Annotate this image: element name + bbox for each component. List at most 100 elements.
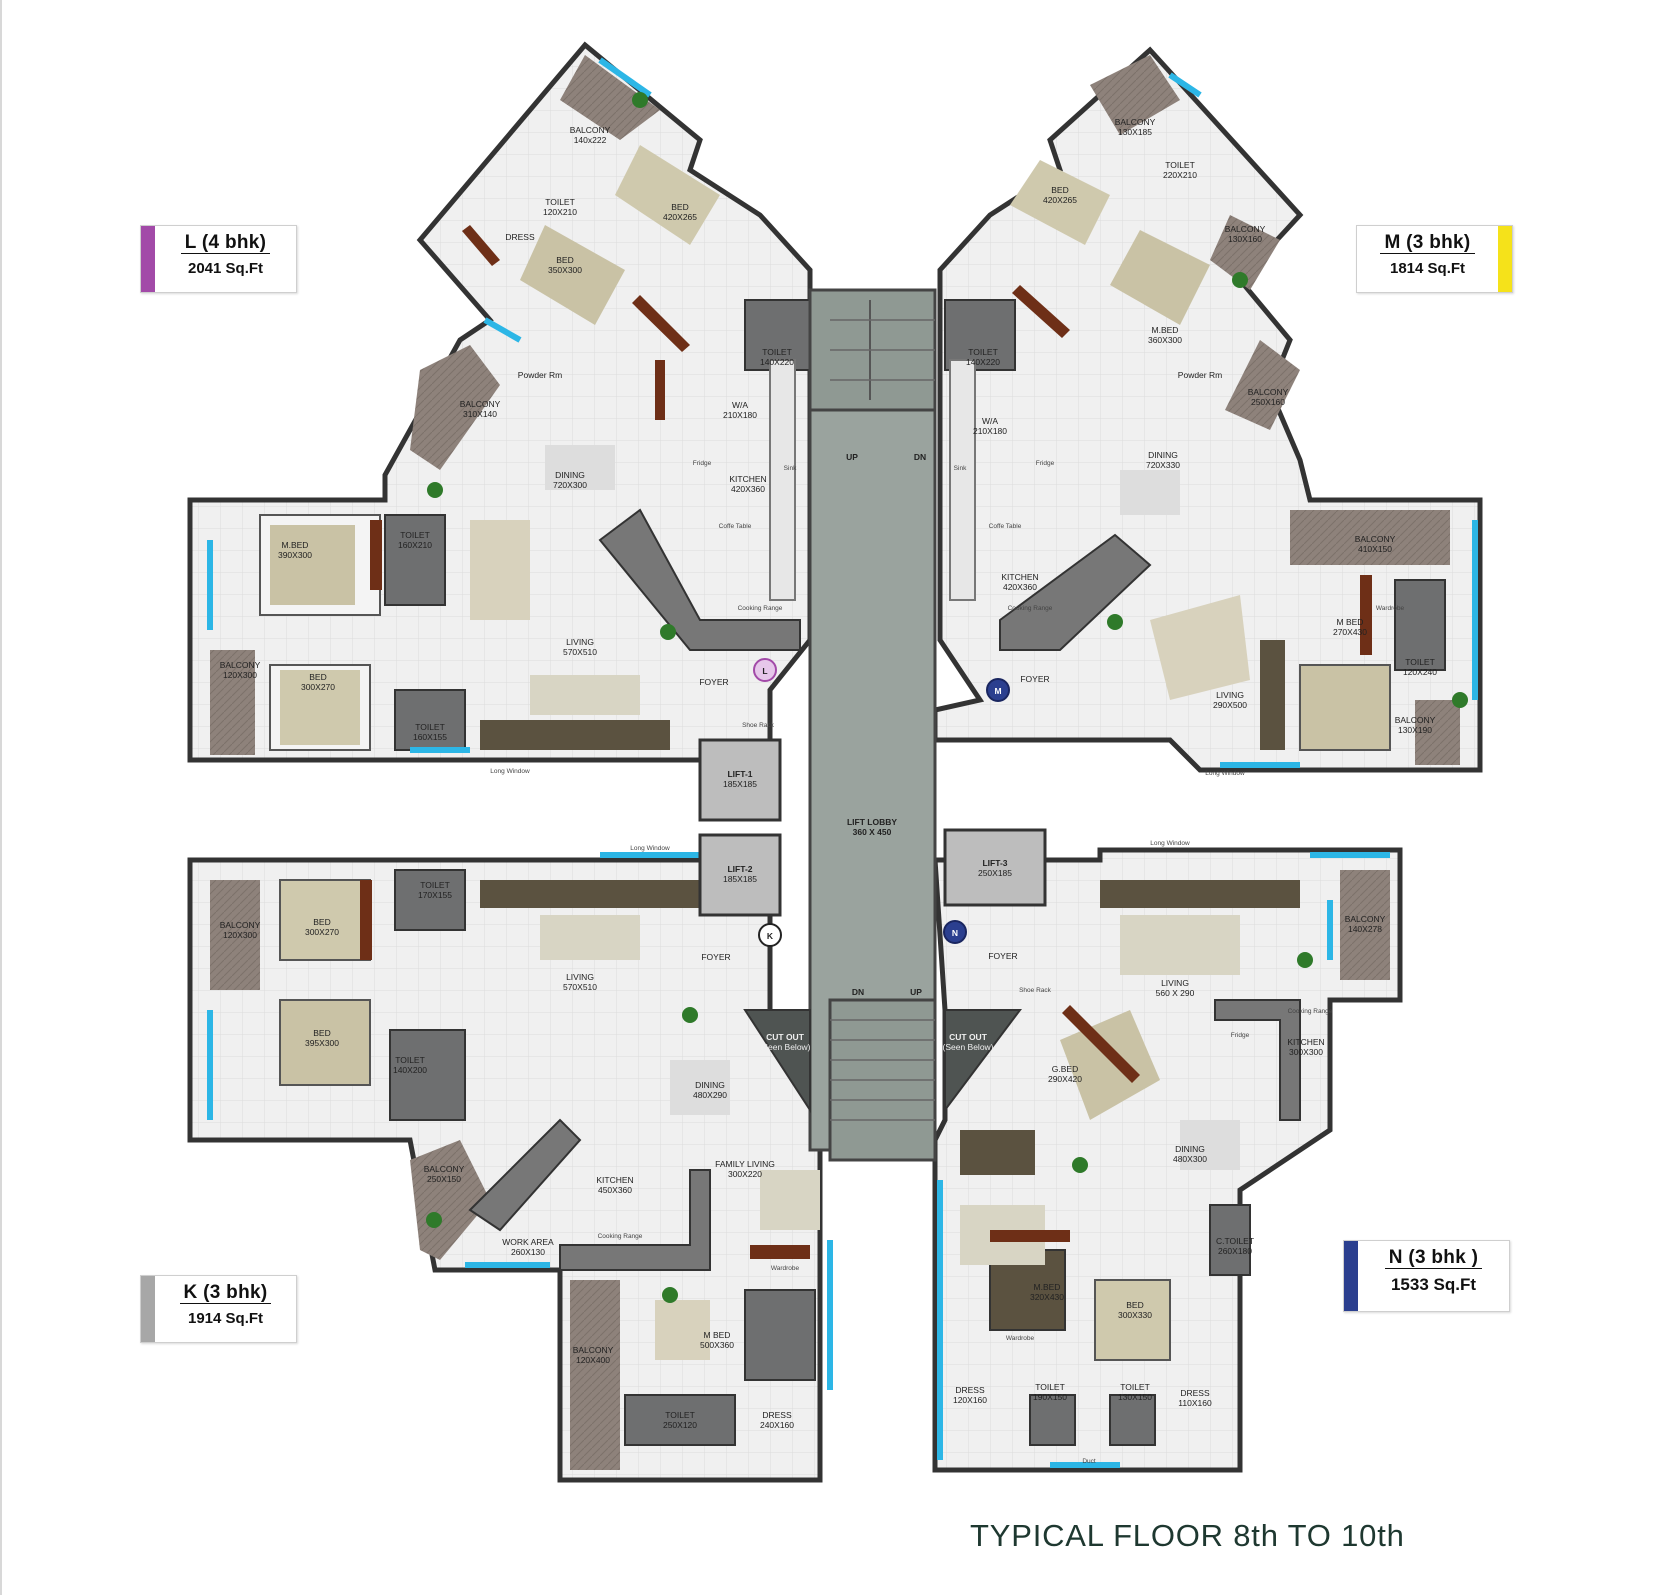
sofa-icon: [1260, 640, 1285, 750]
floor-caption: TYPICAL FLOOR 8th TO 10th: [970, 1518, 1405, 1553]
room-label: TOILET: [415, 722, 445, 732]
room-size: 120X160: [953, 1395, 987, 1405]
room-size: 250X120: [663, 1420, 697, 1430]
bed-icon: [1110, 230, 1210, 325]
lift-2-label: LIFT-2: [727, 864, 752, 874]
fixture-label: Cooking Range: [1008, 605, 1053, 612]
fixture-label: Fridge: [1231, 1032, 1250, 1039]
room-size: 140X220: [966, 357, 1000, 367]
room-label: M.BED: [1034, 1282, 1061, 1292]
room-label: BALCONY: [1355, 534, 1396, 544]
entry-marker-icon: [753, 658, 777, 682]
balcony-M1: [1090, 55, 1180, 135]
fixture-label: Shoe Rack: [742, 722, 775, 729]
living-rug: [530, 675, 640, 715]
room-size: 500X360: [700, 1340, 734, 1350]
room-label: W/A: [982, 416, 998, 426]
bed-icon: [270, 525, 355, 605]
room-label: BED: [671, 202, 688, 212]
room-label: TOILET: [420, 880, 450, 890]
room-label: KITCHEN: [729, 474, 766, 484]
balcony-M4: [1290, 510, 1450, 565]
room-label: BALCONY: [1345, 914, 1386, 924]
room-size: 720X300: [553, 480, 587, 490]
room-size: 570X510: [563, 647, 597, 657]
unit-tag-K: K (3 bhk) 1914 Sq.Ft: [140, 1275, 297, 1343]
unit-name: M (3 bhk): [1380, 232, 1475, 254]
room-size: 160X155: [413, 732, 447, 742]
room-label: LIVING: [566, 972, 594, 982]
room-label: BED: [313, 917, 330, 927]
unit-name: N (3 bhk ): [1384, 1247, 1483, 1269]
sofa-icon: [480, 880, 710, 908]
room-label: DRESS: [955, 1385, 985, 1395]
room-label: TOILET: [395, 1055, 425, 1065]
room-size: 140x222: [574, 135, 607, 145]
room-size: 250X160: [1251, 397, 1285, 407]
unit-area: 1533 Sq.Ft: [1390, 1275, 1477, 1294]
room-size: 290X420: [1048, 1074, 1082, 1084]
room-label: Powder Rm: [1178, 370, 1222, 380]
room-size: 300X270: [301, 682, 335, 692]
lift-1-label: LIFT-1: [727, 769, 752, 779]
room-size: 560 X 290: [1156, 988, 1195, 998]
room-size: 140X220: [760, 357, 794, 367]
lift-3-size: 250X185: [978, 868, 1012, 878]
room-size: 300X300: [1289, 1047, 1323, 1057]
room-label: BALCONY: [570, 125, 611, 135]
room-label: DRESS: [762, 1410, 792, 1420]
room-label: Powder Rm: [518, 370, 562, 380]
lift-lobby-label: LIFT LOBBY: [847, 817, 897, 827]
lift-1: [698, 738, 782, 822]
bed-icon: [280, 670, 360, 745]
stair-up-label-lower: UP: [910, 987, 922, 997]
unit-tag-L: L (4 bhk) 2041 Sq.Ft: [140, 225, 297, 293]
unit-color-bar: [1344, 1241, 1358, 1311]
fixture-label: Long Window: [1205, 770, 1245, 777]
room-label: LIVING: [566, 637, 594, 647]
balcony-L2: [410, 345, 500, 470]
fixture-label: Long Window: [490, 768, 530, 775]
room-size: 300X220: [728, 1169, 762, 1179]
unit-area: 1914 Sq.Ft: [187, 1310, 264, 1327]
room-size: 130X190: [1398, 725, 1432, 735]
room-size: 720X330: [1146, 460, 1180, 470]
entry-marker-M: M: [994, 686, 1001, 696]
room-size: 480X290: [693, 1090, 727, 1100]
room-label: BALCONY: [424, 1164, 465, 1174]
stair-dn-label-lower: DN: [852, 987, 864, 997]
toilet-icon: [389, 1029, 466, 1121]
fixture-label: Duct: [1082, 1458, 1096, 1465]
room-label: BALCONY: [573, 1345, 614, 1355]
fixture-label: Wardrobe: [1376, 605, 1405, 612]
dining-table-icon: [1180, 1120, 1240, 1170]
toilet-icon: [1109, 1394, 1156, 1446]
entry-marker-K: K: [767, 931, 774, 941]
lift-lobby-size: 360 X 450: [853, 827, 892, 837]
room-size: 140X200: [393, 1065, 427, 1075]
plant-icon: [426, 92, 1468, 1303]
room-label: BALCONY: [220, 920, 261, 930]
unit-name: L (4 bhk): [180, 232, 271, 254]
room-label: DINING: [1175, 1144, 1205, 1154]
bed-icon: [1060, 1010, 1160, 1120]
fixture-label: Wardrobe: [1006, 1335, 1035, 1342]
toilet-icon: [944, 299, 1016, 371]
room-size: 120X240: [1403, 667, 1437, 677]
entry-marker-icon: [986, 678, 1010, 702]
lift-3-label: LIFT-3: [982, 858, 1007, 868]
toilet-icon: [624, 1394, 736, 1446]
room-label: KITCHEN: [596, 1175, 633, 1185]
balcony-K3: [570, 1280, 620, 1470]
bed-icon: [744, 1289, 816, 1381]
cutout-left-note: (Seen Below): [759, 1042, 810, 1052]
bed-icon: [520, 225, 625, 325]
toilet-icon: [394, 689, 466, 751]
toilet-icon: [1394, 579, 1446, 671]
bed-icon: [1299, 664, 1391, 751]
room-size: 210X180: [723, 410, 757, 420]
fixture-label: Fridge: [1036, 460, 1055, 467]
room-size: 120X300: [223, 670, 257, 680]
room-size: 395X300: [305, 1038, 339, 1048]
room-size: 120X210: [543, 207, 577, 217]
